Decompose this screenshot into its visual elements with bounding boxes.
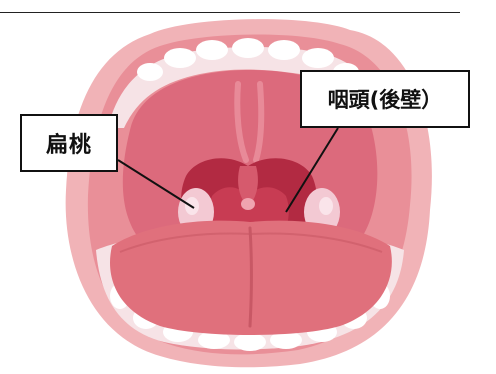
uvula-tip — [241, 198, 255, 210]
palate-ridge — [234, 81, 249, 163]
tongue-edge-shadow — [119, 232, 383, 253]
pointer-line-pharynx — [285, 127, 339, 213]
tongue-groove — [248, 226, 253, 328]
right-tonsil-highlight — [319, 197, 333, 215]
uvula — [238, 166, 258, 206]
pharynx-label: 咽頭(後壁） — [300, 70, 470, 128]
pointer-line-tonsil — [117, 159, 195, 209]
top-border-strip — [0, 0, 460, 13]
tonsil-label: 扁桃 — [20, 114, 118, 172]
palate-ridge — [253, 81, 265, 163]
